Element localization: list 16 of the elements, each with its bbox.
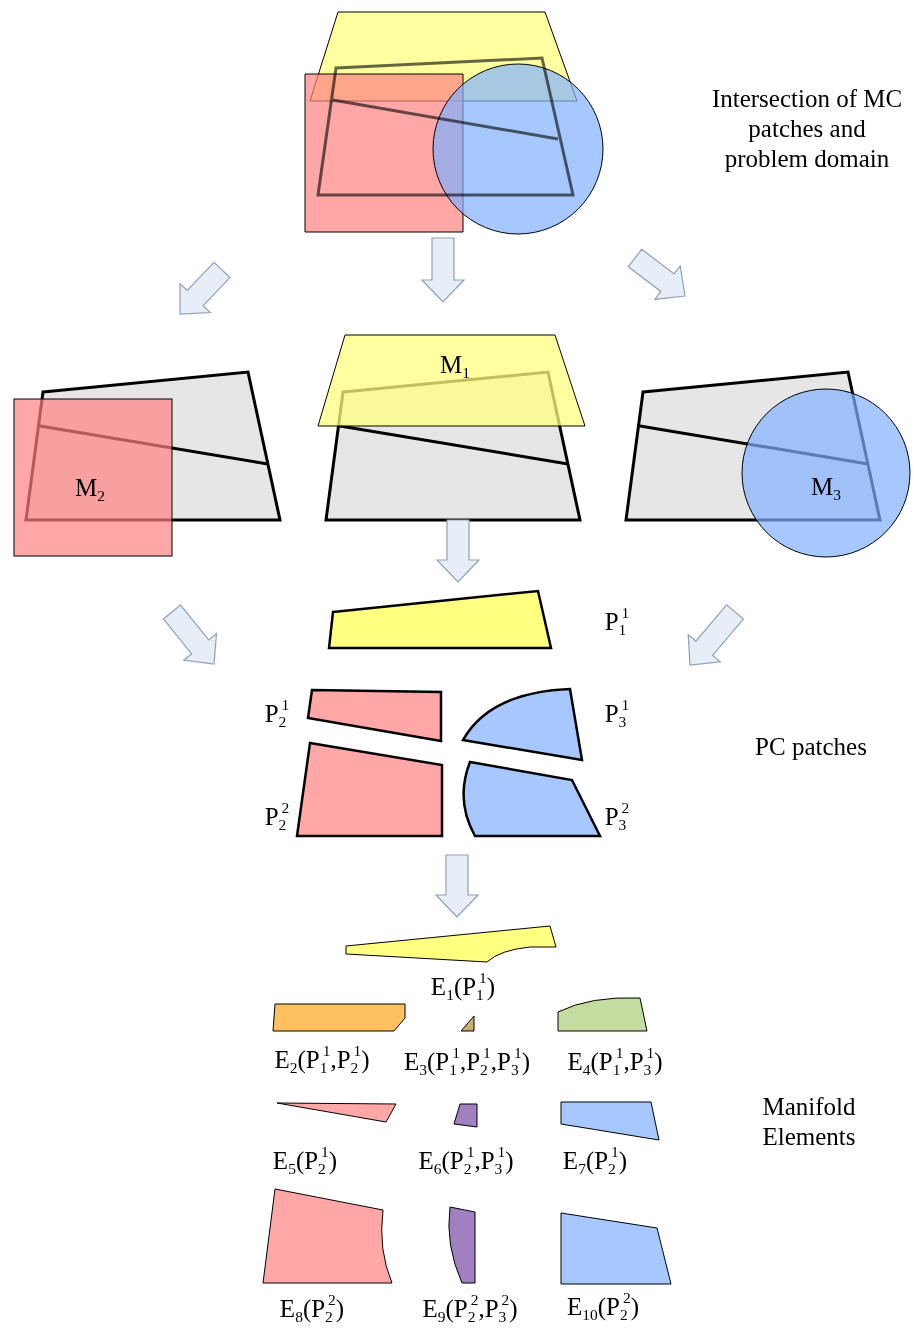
element-label: E$_{2}$(P$_{1}$$^{1}$,P$_{2}$$^{1}$) [274,1045,370,1075]
element-label: E$_{1}$(P$_{1}$$^{1}$) [430,972,496,1002]
caption-text: Manifold Elements [761,1092,857,1152]
element-label: E$_{10}$(P$_{2}$$^{2}$) [567,1292,639,1322]
element-label: E$_{7}$(P$_{2}$$^{1}$) [562,1146,628,1176]
patch-label: M$_{3}$ [811,472,841,502]
element-label: E$_{4}$(P$_{1}$$^{1}$,P$_{3}$$^{1}$) [567,1047,663,1077]
caption-text: PC patches [755,732,867,762]
element-label: E$_{3}$(P$_{1}$$^{1}$,P$_{2}$$^{1}$,P$_{3}$$^{1}$) [404,1047,530,1077]
element-label: E$_{5}$(P$_{2}$$^{1}$) [272,1146,338,1176]
caption-text: Intersection of MC patches and problem domain [710,84,904,174]
patch-label: M$_{1}$ [440,350,470,380]
element-label: E$_{9}$(P$_{2}$$^{2}$,P$_{3}$$^{2}$) [422,1294,518,1324]
element-label: E$_{8}$(P$_{2}$$^{2}$) [279,1294,345,1324]
patch-label: M$_{2}$ [75,473,105,503]
element-label: E$_{6}$(P$_{2}$$^{1}$,P$_{3}$$^{1}$) [418,1146,514,1176]
